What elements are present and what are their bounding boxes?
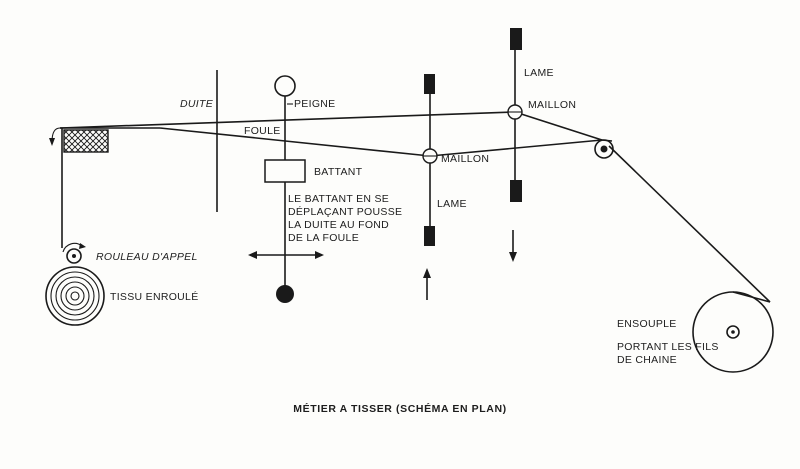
back-roller (594, 139, 614, 159)
beam-tangent (732, 291, 771, 303)
lower-warp-left (159, 127, 431, 157)
label-foule: FOULE (244, 125, 281, 137)
warp-to-beam (608, 145, 771, 303)
label-maillon-top: MAILLON (528, 99, 576, 111)
upper-warp-left (59, 111, 516, 129)
lame-back-bottom-block (510, 180, 522, 202)
battant-note-4: DE LA FOULE (288, 232, 359, 244)
battant-note-1: LE BATTANT EN SE (288, 193, 389, 205)
label-rouleau: ROULEAU D'APPEL (96, 251, 198, 263)
lame-front-bottom-block (424, 226, 435, 246)
reed-head (274, 75, 296, 97)
label-ensouple: ENSOUPLE (617, 318, 677, 330)
lower-warp-right (429, 139, 603, 157)
label-tissu: TISSU ENROULÉ (110, 290, 199, 303)
label-battant: BATTANT (314, 166, 363, 178)
woven-fabric (63, 129, 109, 153)
heald-frame-front (422, 74, 438, 300)
batten-pivot (276, 285, 294, 303)
label-portant-2: DE CHAINE (617, 354, 677, 366)
upper-warp-right (514, 111, 603, 141)
label-maillon-bottom: MAILLON (441, 153, 489, 165)
label-lame-bottom: LAME (437, 198, 467, 210)
battant-note-2: DÉPLAÇANT POUSSE (288, 205, 402, 218)
battant-box (264, 159, 306, 183)
ensouple-axle (726, 325, 740, 339)
label-peigne: PEIGNE (294, 98, 335, 110)
label-portant-1: PORTANT LES FILS (617, 341, 719, 353)
diagram-caption: MÉTIER A TISSER (SCHÉMA EN PLAN) (293, 402, 506, 415)
warp-beam (692, 291, 774, 373)
battant-note-3: LA DUITE AU FOND (288, 219, 389, 231)
batten-assembly (248, 75, 324, 303)
label-duite: DUITE (180, 98, 214, 110)
lame-back-top-block (510, 28, 522, 50)
warp-threads (59, 111, 771, 303)
cloth-roll (45, 266, 105, 326)
label-lame-top: LAME (524, 67, 554, 79)
takeup-roller (66, 248, 82, 264)
heald-frame-back (507, 28, 523, 262)
lame-front-top-block (424, 74, 435, 94)
fabric-takeup (45, 127, 109, 326)
